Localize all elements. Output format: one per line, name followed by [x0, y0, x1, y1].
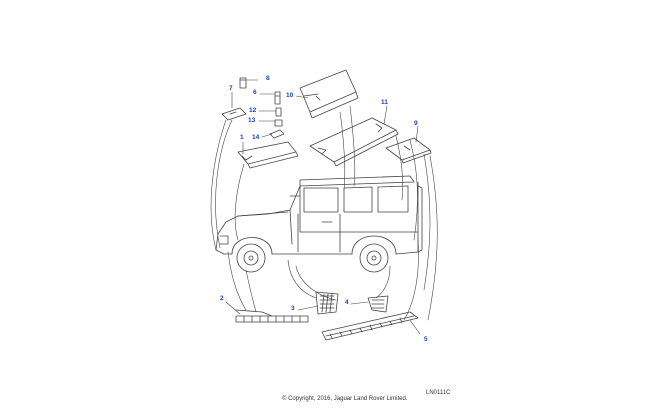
part-11-headlining-panel — [309, 117, 399, 167]
part-1-console-panel — [237, 141, 299, 169]
callout-7: 7 — [229, 85, 233, 92]
callout-14: 14 — [252, 134, 260, 141]
part-4-mesh-panel — [367, 295, 389, 313]
part-7-bracket — [221, 107, 247, 121]
callout-10: 10 — [286, 92, 294, 99]
diagram-code: LN0111C — [426, 390, 451, 396]
callout-12: 12 — [249, 107, 257, 114]
callout-9: 9 — [414, 120, 418, 127]
copyright-notice: © Copyright, 2016, Jaguar Land Rover Lim… — [282, 396, 408, 402]
callout-1: 1 — [240, 134, 244, 141]
part-10-roof-trim-panel — [299, 69, 359, 119]
callout-4: 4 — [345, 299, 349, 306]
part-5-sill-strip — [321, 311, 419, 341]
callout-2: 2 — [220, 295, 224, 302]
callout-11: 11 — [381, 99, 388, 106]
callout-6: 6 — [253, 89, 257, 96]
vehicle-drawing — [215, 175, 423, 273]
callout-13: 13 — [248, 117, 256, 124]
part-3-mesh-panel — [315, 291, 339, 315]
callout-leaders — [225, 79, 421, 335]
callout-5: 5 — [424, 336, 428, 343]
leader-curves — [210, 105, 438, 321]
callout-3: 3 — [291, 305, 295, 312]
part-2-decal — [235, 309, 309, 323]
callout-8: 8 — [266, 75, 270, 82]
part-9-trim-panel — [385, 137, 432, 164]
fasteners — [239, 77, 285, 139]
